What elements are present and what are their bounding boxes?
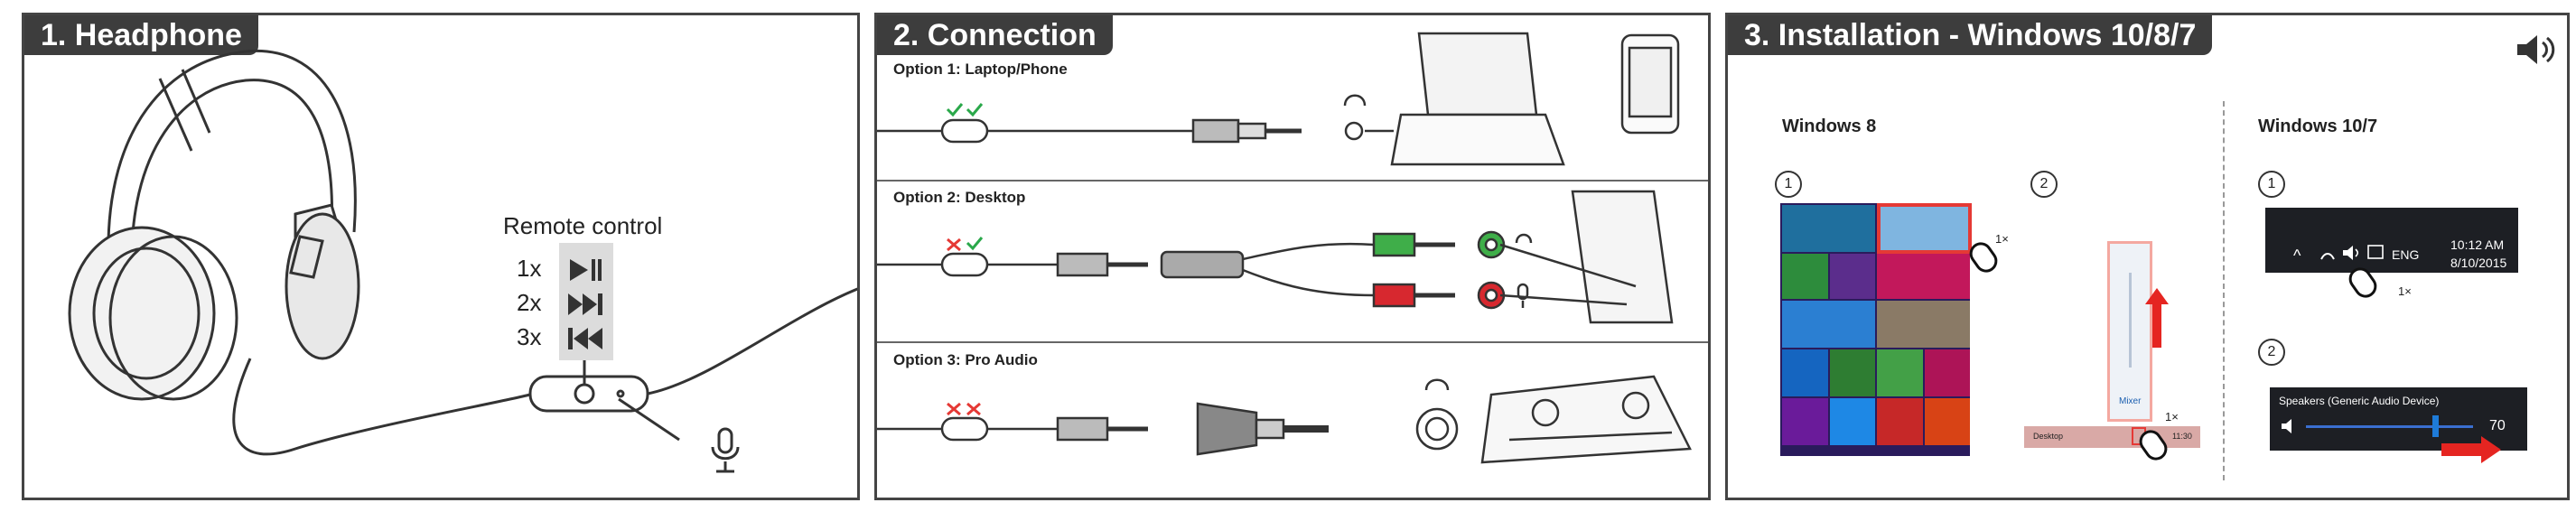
start-tile[interactable]	[1782, 349, 1828, 396]
next-track-icon	[566, 292, 604, 317]
installation-panel: 3. Installation - Windows 10/8/7 Windows…	[1725, 13, 2570, 500]
start-tile[interactable]	[1830, 254, 1875, 299]
start-tile[interactable]	[1782, 205, 1875, 252]
flyout-speaker-icon	[2281, 418, 2301, 434]
action-center-icon[interactable]	[2367, 245, 2384, 261]
mouse-cursor-icon	[1970, 239, 1997, 275]
remote-row-count: 3x	[517, 323, 541, 351]
previous-track-icon	[566, 326, 604, 351]
mouse-cursor-icon	[2140, 427, 2167, 463]
volume-value: 70	[2489, 418, 2506, 434]
remote-row-count: 1x	[517, 255, 541, 283]
volume-slider-track[interactable]	[2129, 273, 2132, 368]
start-tile[interactable]	[1877, 398, 1923, 445]
speaker-icon	[2515, 33, 2555, 66]
start-tile[interactable]	[1877, 254, 1970, 299]
headphone-illustration	[24, 15, 860, 500]
mixer-link[interactable]: Mixer	[2119, 396, 2141, 406]
step-marker: 2	[2258, 339, 2285, 366]
start-tile[interactable]	[1877, 349, 1923, 396]
installation-panel-title: 3. Installation - Windows 10/8/7	[1728, 15, 2212, 55]
connection-illustration	[877, 15, 1711, 500]
step-marker: 2	[2030, 171, 2058, 198]
tray-time[interactable]: 10:12 AM	[2450, 237, 2504, 252]
up-arrow-icon	[2145, 288, 2169, 348]
tray-chevron-icon[interactable]: ^	[2293, 247, 2301, 265]
microphone-icon	[713, 429, 738, 471]
start-tile[interactable]	[1830, 349, 1875, 396]
right-arrow-icon	[2441, 436, 2501, 463]
start-tile[interactable]	[1830, 398, 1875, 445]
taskbar-time: 11:30	[2172, 432, 2192, 441]
language-indicator[interactable]: ENG	[2392, 247, 2419, 262]
click-count: 1×	[2398, 284, 2412, 298]
os-separator	[2223, 101, 2225, 480]
click-count: 1×	[1995, 232, 2009, 246]
desktop-tile[interactable]	[1877, 203, 1972, 254]
play-pause-icon	[566, 257, 602, 283]
volume-slider-thumb[interactable]	[2432, 415, 2439, 437]
step-marker: 1	[1775, 171, 1802, 198]
connection-panel: 2. Connection Option 1: Laptop/Phone Opt…	[874, 13, 1711, 500]
start-tile[interactable]	[1877, 301, 1970, 348]
audio-device-name: Speakers (Generic Audio Device)	[2279, 395, 2439, 407]
headphone-panel: 1. Headphone	[22, 13, 860, 500]
windows-10-title: Windows 10/7	[2258, 116, 2377, 137]
start-tile[interactable]	[1782, 301, 1875, 348]
remote-row-count: 2x	[517, 289, 541, 317]
tray-date[interactable]: 8/10/2015	[2450, 256, 2506, 270]
tray-volume-icon[interactable]	[2342, 245, 2362, 261]
start-tile[interactable]	[1782, 398, 1828, 445]
start-tile[interactable]	[1925, 398, 1970, 445]
start-tile[interactable]	[1925, 349, 1970, 396]
mouse-cursor-icon	[2349, 265, 2376, 301]
remote-control-title: Remote control	[503, 212, 662, 240]
click-count: 1×	[2165, 410, 2179, 424]
windows-8-title: Windows 8	[1782, 116, 1876, 137]
network-icon[interactable]	[2319, 247, 2336, 261]
volume-slider-track[interactable]	[2306, 425, 2473, 428]
taskbar-desktop-label: Desktop	[2033, 432, 2063, 441]
start-tile[interactable]	[1782, 254, 1828, 299]
step-marker: 1	[2258, 171, 2285, 198]
headphone-symbol-icon	[1517, 235, 1531, 243]
